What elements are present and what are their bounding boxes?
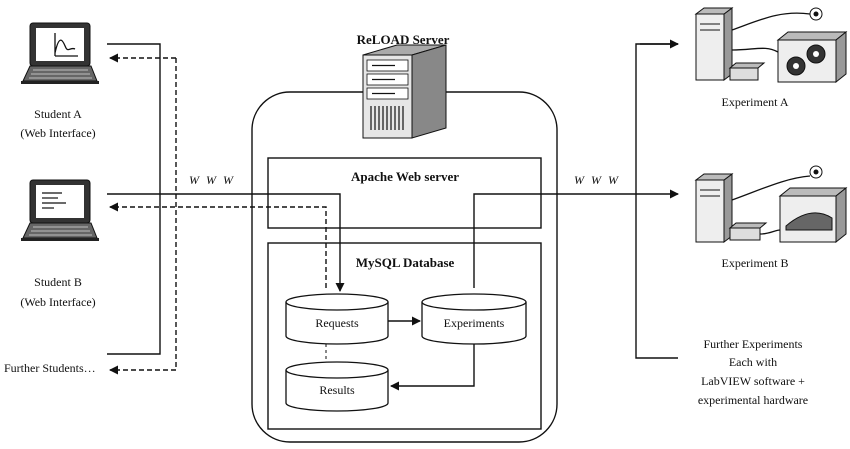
laptop-a-icon xyxy=(21,22,99,84)
experiment-b-icon xyxy=(694,165,848,244)
mysql-label: MySQL Database xyxy=(356,255,455,270)
student-b-name: Student B xyxy=(34,275,82,289)
experiment-a-label: Experiment A xyxy=(722,95,789,109)
apache-box xyxy=(267,157,542,229)
student-b-sub: (Web Interface) xyxy=(20,295,95,309)
mysql-box xyxy=(267,242,542,430)
response-arrow-b xyxy=(109,202,327,288)
server-title: ReLOAD Server xyxy=(357,32,450,47)
further-experiments-line-4: experimental hardware xyxy=(698,393,808,407)
further-students-label: Further Students… xyxy=(4,361,96,375)
apache-label: Apache Web server xyxy=(351,169,459,184)
experiments-to-lab-link xyxy=(473,193,636,288)
requests-cylinder xyxy=(285,293,389,345)
experiment-a-icon xyxy=(694,7,848,84)
student-request-bus xyxy=(107,43,161,355)
request-arrow-to-db xyxy=(107,193,345,292)
www-left-label: W W W xyxy=(189,173,235,187)
laptop-b-icon xyxy=(21,179,99,241)
results-cylinder xyxy=(285,361,389,412)
requests-label: Requests xyxy=(315,316,359,330)
experiments-to-results-arrow xyxy=(390,344,475,391)
server-icon xyxy=(362,44,447,139)
further-experiments-line-1: Further Experiments xyxy=(704,337,803,351)
further-experiments-line-2: Each with xyxy=(729,355,777,369)
experiments-label: Experiments xyxy=(444,316,505,330)
results-label: Results xyxy=(319,383,355,397)
experiment-b-label: Experiment B xyxy=(722,256,789,270)
student-a-sub: (Web Interface) xyxy=(20,126,95,140)
experiments-cylinder xyxy=(421,293,527,345)
lab-bus xyxy=(635,43,678,359)
further-experiments-line-3: LabVIEW software + xyxy=(701,374,805,388)
www-right-label: W W W xyxy=(574,173,620,187)
student-a-name: Student A xyxy=(34,107,82,121)
